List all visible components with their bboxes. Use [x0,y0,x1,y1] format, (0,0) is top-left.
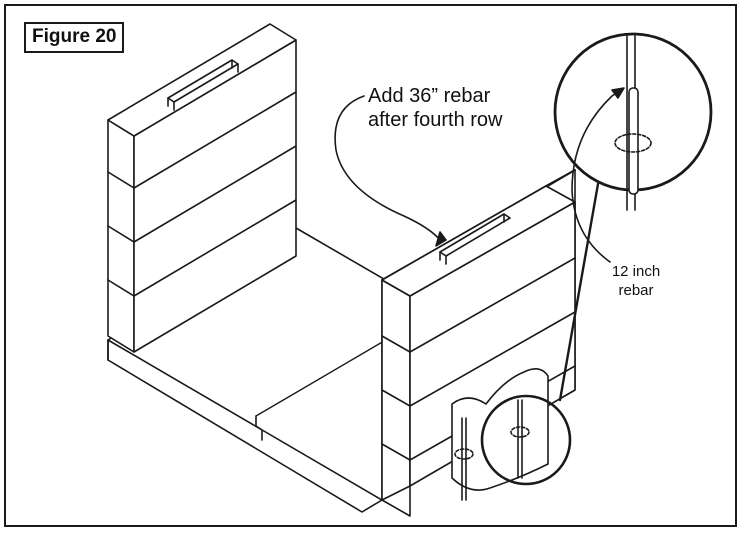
side-rebar-callout-line2: rebar [618,282,654,299]
side-rebar-callout: 12 inch rebar [596,262,676,300]
top-rebar-callout-line2: after fourth row [368,109,503,131]
side-rebar-callout-line1: 12 inch [611,263,661,280]
detail-connector [558,182,600,402]
top-rebar-callout-line1: Add 36” rebar [368,85,491,107]
top-rebar-callout: Add 36” rebar after fourth row [368,84,503,132]
left-block-column [107,23,297,353]
left-rebar-slot [167,59,239,111]
detail-circle-bottom [480,394,572,486]
detail-circle-top [553,32,713,211]
cutaway-rebar [451,368,549,501]
top-rebar-arrow [334,95,447,247]
right-block-column [381,169,576,517]
right-rebar-slot [439,213,511,265]
figure-label: Figure 20 [24,22,125,53]
side-rebar-arrow [571,87,625,263]
